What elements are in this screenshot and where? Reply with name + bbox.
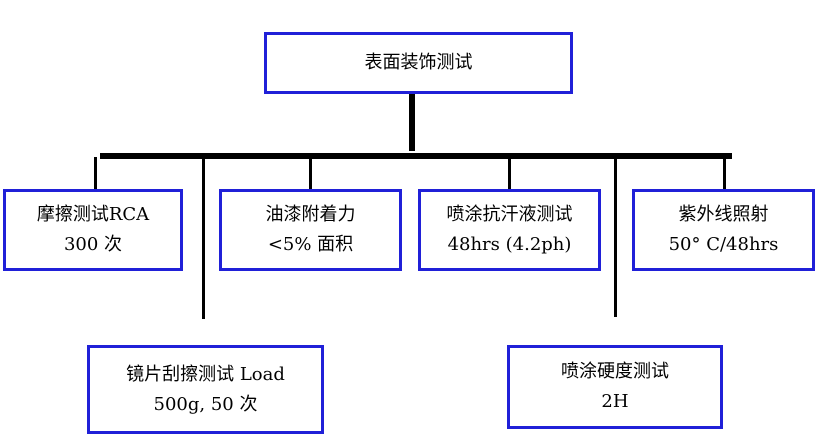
drop-rca [94, 157, 97, 191]
node-uv-exposure: 紫外线照射 50° C/48hrs [632, 189, 815, 271]
root-title: 表面装饰测试 [364, 52, 473, 73]
node-lens-scratch-test: 镜片刮擦测试 Load 500g, 50 次 [87, 345, 324, 434]
trunk-connector [409, 93, 415, 151]
node-sweat-test: 喷涂抗汗液测试 48hrs (4.2ph) [418, 189, 601, 271]
lens-test-detail: 500g, 50 次 [153, 393, 258, 415]
drop-hardness [614, 157, 617, 317]
uv-name: 紫外线照射 [678, 204, 769, 225]
hardness-detail: 2H [601, 391, 629, 412]
adhesion-name: 油漆附着力 [265, 204, 356, 225]
lens-test-name: 镜片刮擦测试 Load [126, 363, 285, 385]
drop-uv [723, 157, 726, 191]
adhesion-detail: <5% 面积 [267, 234, 354, 255]
rca-test-detail: 300 次 [63, 234, 123, 255]
node-rca-test: 摩擦测试RCA 300 次 [3, 189, 183, 271]
uv-detail: 50° C/48hrs [668, 234, 779, 255]
drop-adhesion [309, 157, 312, 191]
rca-test-name: 摩擦测试RCA [36, 204, 150, 225]
hardness-name: 喷涂硬度测试 [561, 361, 669, 382]
sweat-test-name: 喷涂抗汗液测试 [446, 204, 573, 225]
node-paint-adhesion: 油漆附着力 <5% 面积 [219, 189, 402, 271]
sweat-test-detail: 48hrs (4.2ph) [447, 234, 572, 255]
root-node: 表面装饰测试 [264, 32, 573, 94]
drop-sweat [508, 157, 511, 191]
drop-lens [202, 157, 205, 319]
main-bus-line [100, 153, 732, 159]
node-coating-hardness: 喷涂硬度测试 2H [507, 345, 723, 429]
